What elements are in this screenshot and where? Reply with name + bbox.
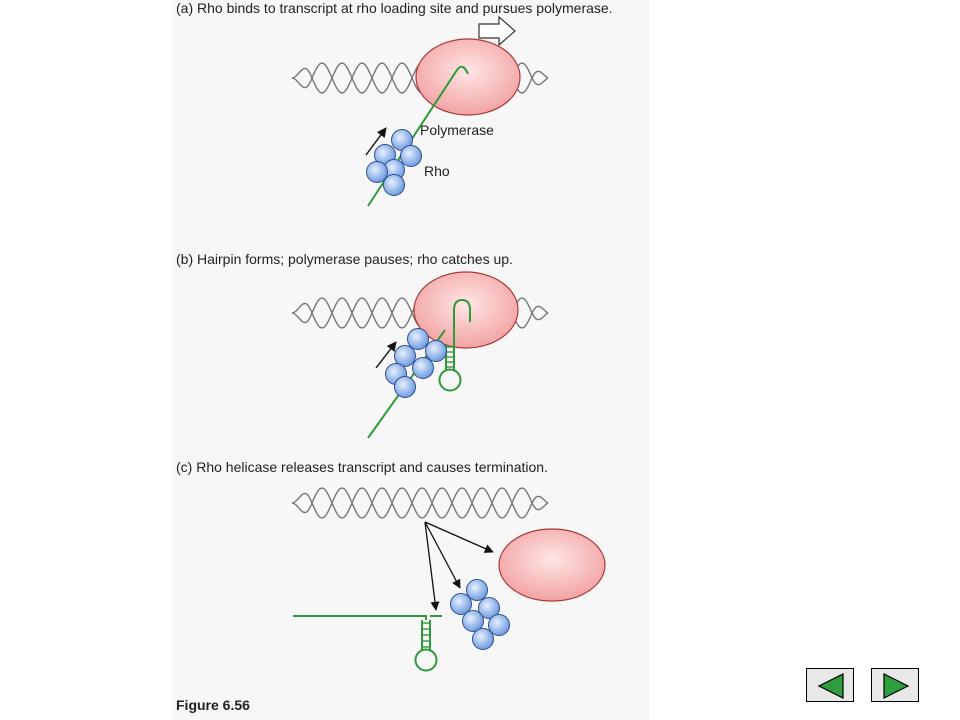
rho-subunit (466, 579, 488, 601)
rho-subunit (407, 328, 429, 350)
dna-strand (291, 487, 549, 519)
rho-subunit (472, 628, 494, 650)
panel-a-caption: (a) Rho binds to transcript at rho loadi… (176, 0, 613, 16)
panel-b-caption: (b) Hairpin forms; polymerase pauses; rh… (176, 251, 513, 267)
rna-polymerase (413, 271, 519, 349)
rho-subunit (366, 161, 388, 183)
rho-subunit (394, 345, 416, 367)
rho-subunit (383, 174, 405, 196)
hairpin-loop (438, 368, 462, 392)
rho-label: Rho (424, 163, 450, 179)
rho-subunit (400, 145, 422, 167)
release-arrow (424, 521, 461, 589)
panel-c-caption: (c) Rho helicase releases transcript and… (176, 459, 548, 475)
figure-label: Figure 6.56 (176, 697, 250, 713)
direction-arrow-icon (478, 15, 516, 47)
polymerase-label: Polymerase (420, 122, 494, 138)
rho-subunit (478, 597, 500, 619)
rho-subunit (412, 357, 434, 379)
rho-subunit (450, 593, 472, 615)
release-arrow (424, 521, 494, 553)
triangle-left-icon (817, 673, 844, 699)
release-arrow (424, 521, 440, 611)
rna-transcript (367, 65, 469, 207)
triangle-right-icon (883, 673, 910, 699)
rho-subunit (425, 340, 447, 362)
rho-subunit (394, 376, 416, 398)
rho-movement-arrow (375, 341, 397, 369)
rna-polymerase (415, 38, 521, 116)
rna-transcript-in-polymerase (453, 298, 471, 344)
previous-slide-button[interactable] (806, 668, 854, 702)
hairpin-loop (414, 648, 438, 672)
dna-strand (291, 487, 549, 519)
released-transcript (293, 615, 427, 620)
rho-movement-arrow (365, 127, 387, 156)
rho-subunit (488, 614, 510, 636)
released-polymerase (498, 528, 606, 602)
panel-a-background (172, 0, 650, 245)
rho-subunit (462, 610, 484, 632)
next-slide-button[interactable] (871, 668, 919, 702)
